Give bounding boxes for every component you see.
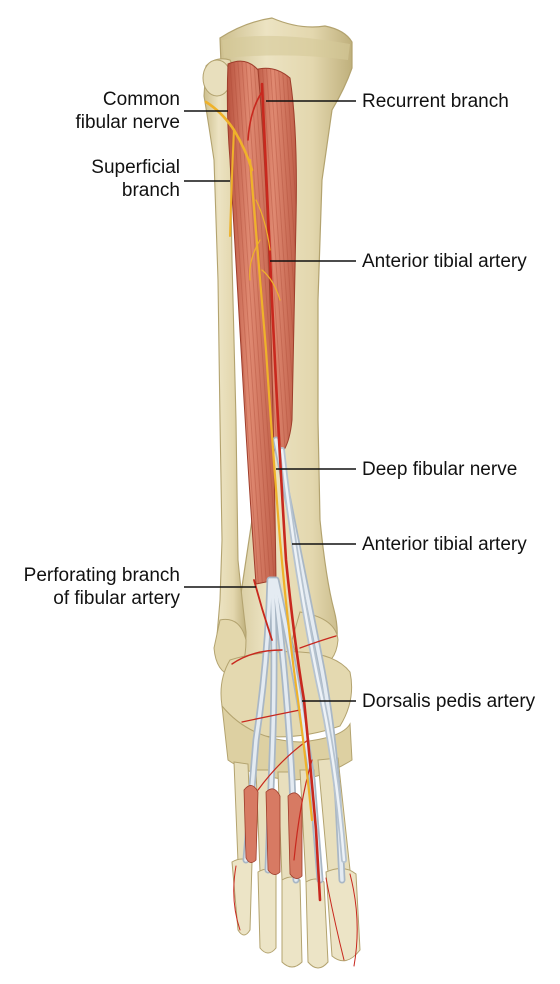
- label-superficial-branch: Superficial branch: [91, 157, 180, 201]
- extensor-digitorum-longus-muscle: [226, 60, 277, 585]
- label-dorsalis-pedis-artery: Dorsalis pedis artery: [362, 691, 536, 712]
- label-common-fibular-nerve: Common fibular nerve: [75, 89, 180, 133]
- leader-lines: [184, 100, 356, 702]
- foot-muscles: [243, 785, 303, 879]
- label-anterior-tibial-artery-lower: Anterior tibial artery: [362, 534, 527, 555]
- label-anterior-tibial-artery-upper: Anterior tibial artery: [362, 251, 527, 272]
- nerves: [204, 100, 314, 822]
- label-recurrent-branch: Recurrent branch: [362, 91, 509, 112]
- label-deep-fibular-nerve: Deep fibular nerve: [362, 459, 518, 480]
- arteries: [231, 82, 358, 967]
- label-perforating-branch: Perforating branch of fibular artery: [23, 565, 180, 609]
